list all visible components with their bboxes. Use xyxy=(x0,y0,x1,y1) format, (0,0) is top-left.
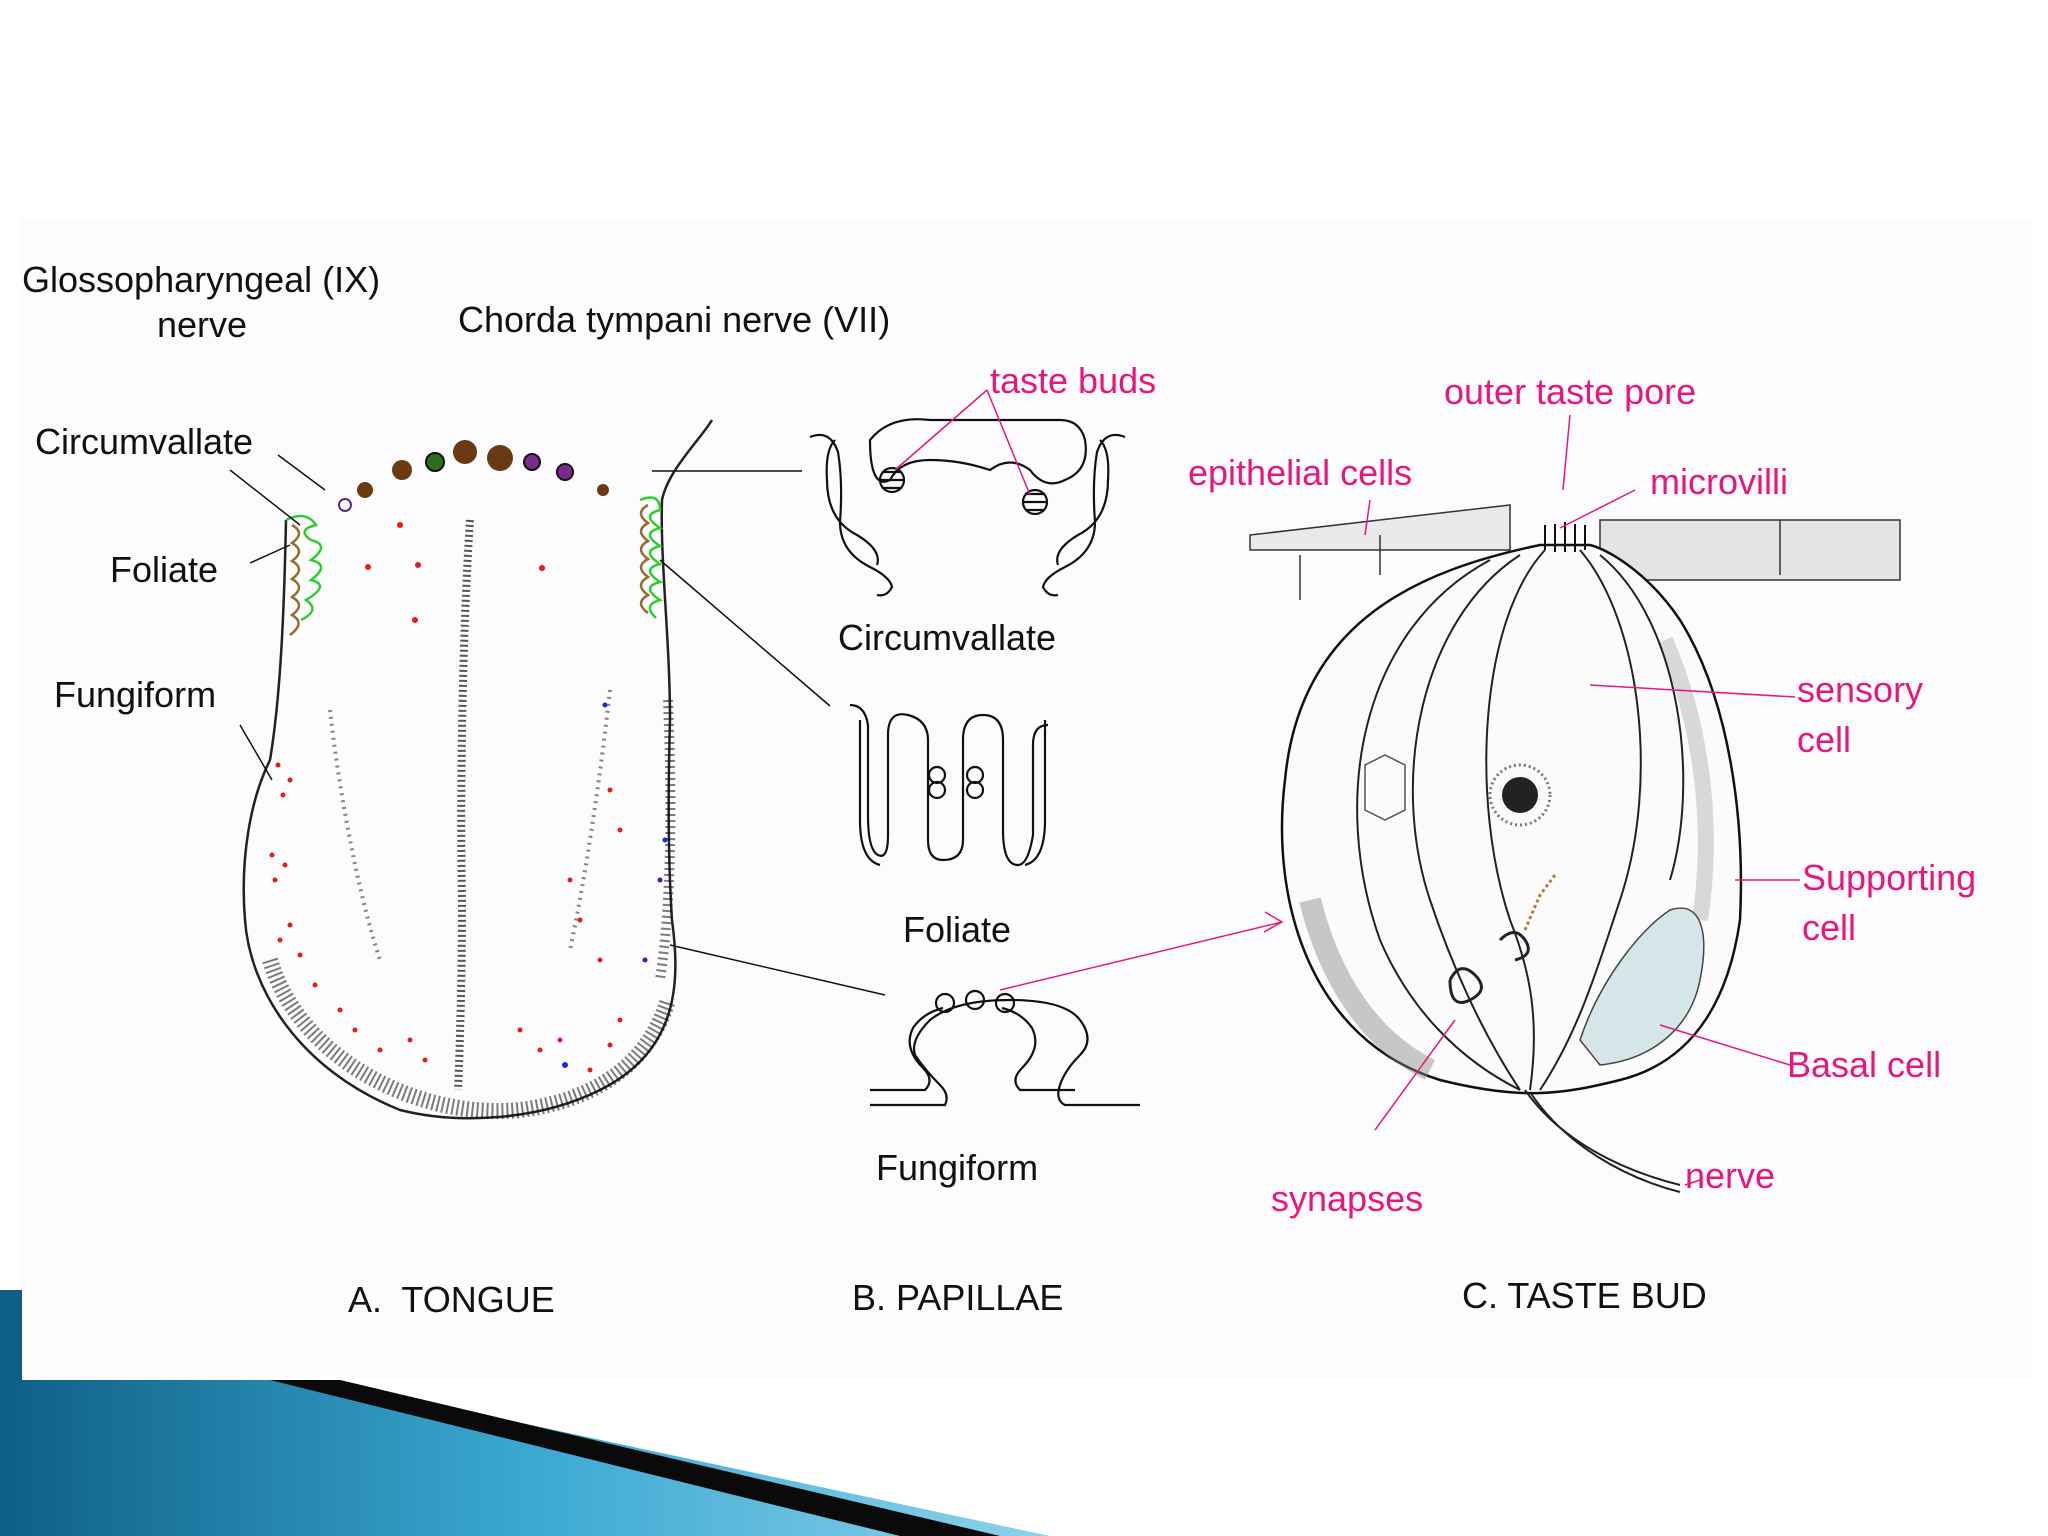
fungiform-papilla-drawing xyxy=(870,989,1140,1107)
sensory-cell xyxy=(1485,549,1546,1091)
label-fungiform-tongue: Fungiform xyxy=(54,674,216,715)
taste-bud-leader-lines xyxy=(1364,414,1800,1186)
label-sensory-cell-line1: sensory xyxy=(1797,669,1923,710)
label-outer-taste-pore: outer taste pore xyxy=(1444,371,1696,412)
sensory-cell-nucleus xyxy=(1502,777,1538,813)
basal-cell xyxy=(1579,907,1705,1066)
label-circumvallate-papilla: Circumvallate xyxy=(838,617,1056,658)
caption-taste-bud: C. TASTE BUD xyxy=(1462,1275,1707,1316)
blue-marks xyxy=(562,702,668,1068)
label-glossopharyngeal-line1: Glossopharyngeal (IX) xyxy=(22,259,380,300)
fungiform-papillae-dots xyxy=(269,522,623,1073)
circumvallate-papillae-row xyxy=(338,440,609,512)
label-epithelial-cells: epithelial cells xyxy=(1188,452,1412,493)
tongue-leader-lines xyxy=(229,454,886,996)
label-supporting-cell-line2: cell xyxy=(1802,907,1856,948)
nerve-fiber xyxy=(1524,1089,1681,1186)
label-fungiform-papilla: Fungiform xyxy=(876,1147,1038,1188)
label-sensory-cell-line2: cell xyxy=(1797,719,1851,760)
slide-corner-decoration-icon xyxy=(0,1290,1050,1536)
taste-buds-leaders xyxy=(894,389,1284,991)
tongue-diagram xyxy=(229,419,886,1120)
label-glossopharyngeal-line2: nerve xyxy=(157,304,247,345)
label-nerve: nerve xyxy=(1685,1155,1775,1196)
label-foliate-papilla: Foliate xyxy=(903,909,1011,950)
label-supporting-cell-line1: Supporting xyxy=(1802,857,1976,898)
label-chorda-tympani: Chorda tympani nerve (VII) xyxy=(458,299,890,340)
taste-bud-diagram xyxy=(1249,414,1901,1193)
tongue-outline xyxy=(242,419,714,1120)
caption-tongue: A. TONGUE xyxy=(348,1279,555,1320)
foliate-papilla-drawing xyxy=(849,703,1049,867)
label-taste-buds: taste buds xyxy=(990,360,1156,401)
papillae-diagrams xyxy=(809,418,1140,1107)
label-microvilli: microvilli xyxy=(1650,461,1788,502)
label-circumvallate-tongue: Circumvallate xyxy=(35,421,253,462)
circumvallate-papilla-drawing xyxy=(809,418,1126,597)
label-foliate-tongue: Foliate xyxy=(110,549,218,590)
label-synapses: synapses xyxy=(1271,1178,1423,1219)
foliate-papillae-right xyxy=(639,496,664,619)
caption-papillae: B. PAPILLAE xyxy=(852,1277,1063,1318)
label-basal-cell: Basal cell xyxy=(1787,1044,1941,1085)
foliate-papillae-left xyxy=(285,514,323,636)
